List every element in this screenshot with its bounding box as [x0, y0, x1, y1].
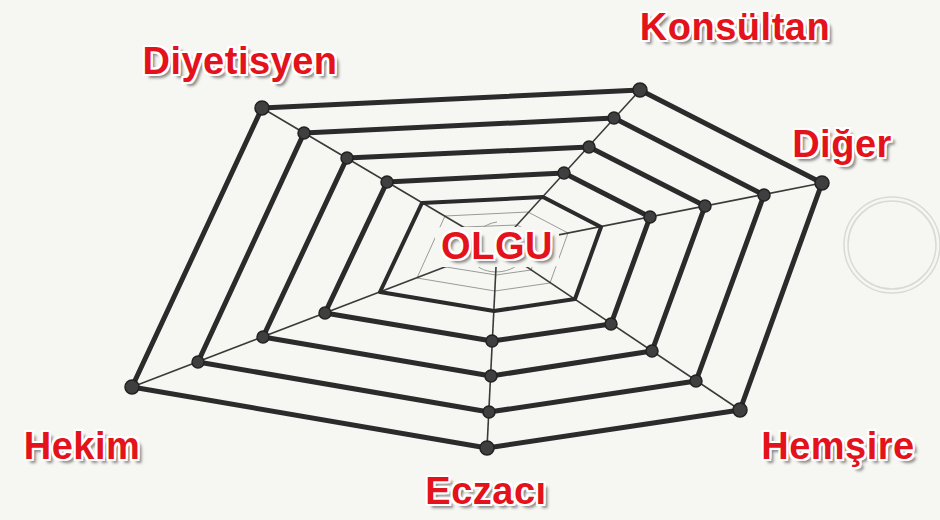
role-label: Hemşire [761, 427, 914, 467]
role-label: Eczacı [425, 472, 546, 512]
web-rings [132, 90, 822, 448]
center-label: OLGU [435, 227, 559, 267]
web-knots [125, 83, 829, 455]
role-label: Konsültan [640, 8, 830, 48]
role-label: Diğer [792, 125, 892, 165]
pencil-sketch [844, 197, 940, 293]
radial-threads [132, 90, 822, 448]
role-label: Hekim [24, 427, 141, 467]
role-label: Diyetisyen [142, 42, 337, 82]
